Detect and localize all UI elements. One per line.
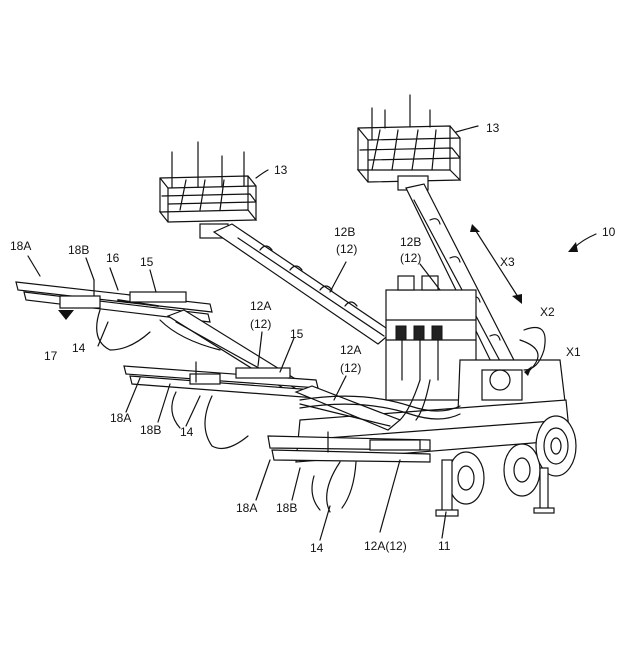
label-12a-right: 12A — [340, 343, 361, 357]
label-12a-mid: 12A — [250, 299, 271, 313]
label-18a-top: 18A — [10, 239, 31, 253]
label-18a-bot: 18A — [236, 501, 257, 515]
label-18b-bot: 18B — [276, 501, 297, 515]
label-x1: X1 — [566, 345, 581, 359]
label-18b-top: 18B — [68, 243, 89, 257]
label-14-mid: 14 — [180, 425, 194, 439]
label-11: 11 — [438, 539, 451, 553]
label-12b-left: 12B — [334, 225, 355, 239]
label-15-top: 15 — [140, 255, 154, 269]
label-16: 16 — [106, 251, 120, 265]
label-12a-mid-sub: (12) — [250, 317, 271, 331]
label-x3: X3 — [500, 255, 515, 269]
left-work-basket — [160, 142, 256, 238]
label-17: 17 — [44, 349, 58, 363]
right-work-basket — [358, 95, 460, 190]
label-12a-right-sub: (12) — [340, 361, 361, 375]
label-13-right: 13 — [486, 121, 500, 135]
label-10: 10 — [602, 225, 616, 239]
label-14-top: 14 — [72, 341, 86, 355]
label-13-left: 13 — [274, 163, 288, 177]
label-18b-mid: 18B — [140, 423, 161, 437]
label-15-mid: 15 — [290, 327, 304, 341]
label-14-bot: 14 — [310, 541, 324, 555]
left-upper-boom — [214, 224, 392, 344]
label-12b-right: 12B — [400, 235, 421, 249]
label-x2: X2 — [540, 305, 555, 319]
label-18a-mid: 18A — [110, 411, 131, 425]
label-12b-right-sub: (12) — [400, 251, 421, 265]
label-12b-left-sub: (12) — [336, 242, 357, 256]
label-12a12-bot: 12A(12) — [364, 539, 407, 553]
